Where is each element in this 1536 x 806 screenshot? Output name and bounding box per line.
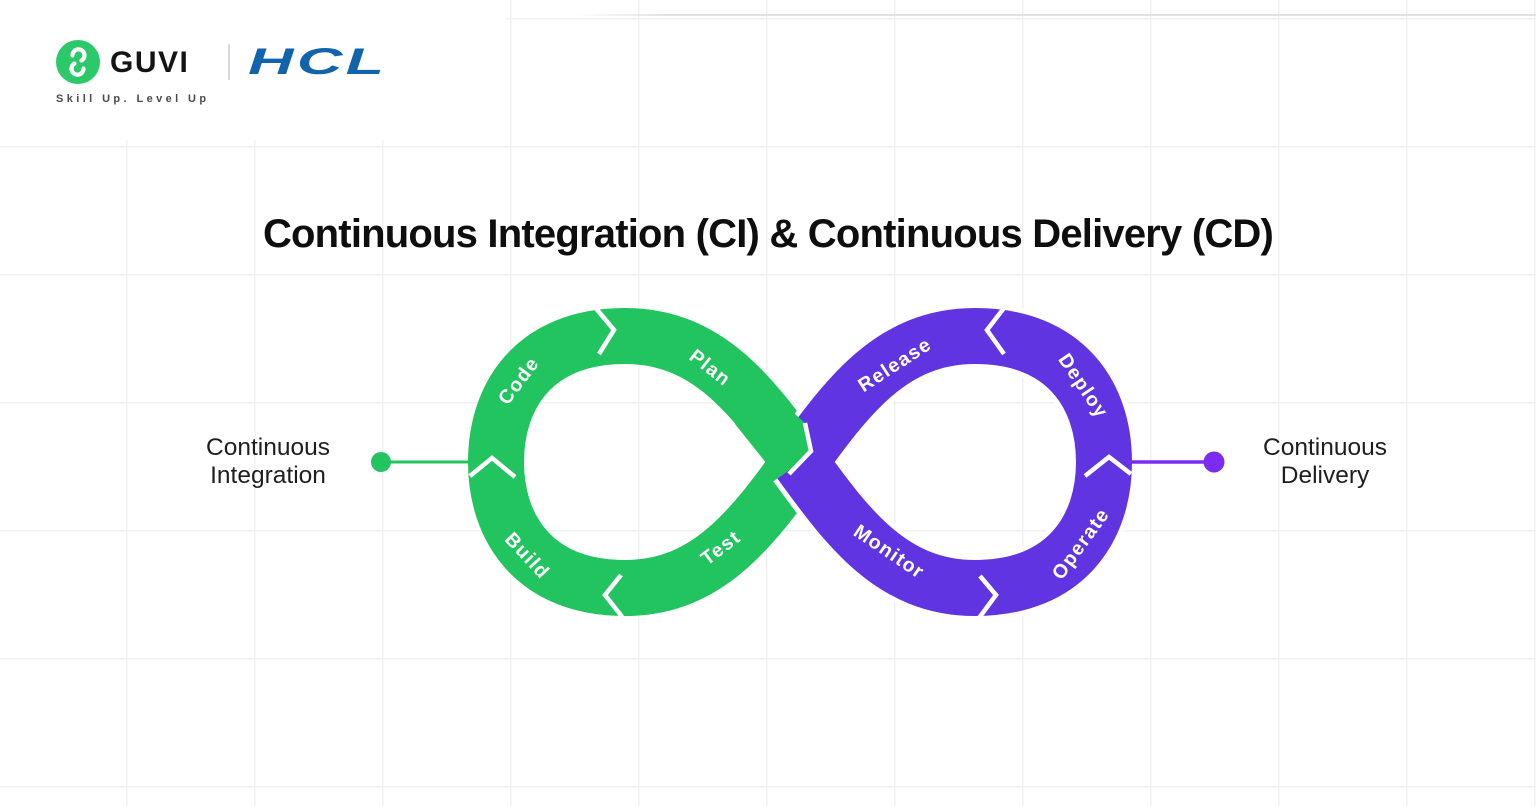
cd-connector-dot <box>1203 451 1225 473</box>
ci-side-label-line2: Integration <box>210 462 326 489</box>
guvi-wordmark: GUVI <box>110 46 190 79</box>
brand-tagline: Skill Up. Level Up <box>56 93 210 105</box>
chevron-operate-deploy <box>1083 454 1133 478</box>
brand-divider <box>228 44 230 80</box>
ci-side-label: Continuous Integration <box>128 434 408 490</box>
chevron-test-build <box>602 573 625 620</box>
page-title: Continuous Integration (CI) & Continuous… <box>262 212 1274 256</box>
ci-connector-dot <box>371 452 391 472</box>
cd-loop-band <box>777 307 1133 617</box>
cd-side-label: Continuous Delivery <box>1185 434 1465 490</box>
grid-top-rule <box>576 14 1536 16</box>
guvi-g-glyph-bottom <box>69 61 86 77</box>
chevron-code-plan <box>592 304 617 356</box>
ci-loop-band <box>467 307 823 617</box>
guvi-logo-circle <box>56 40 100 84</box>
chevron-monitor-operate <box>977 574 999 620</box>
guvi-g-glyph-top <box>70 47 87 63</box>
chevron-center-crossing <box>787 422 814 476</box>
chevron-build-code <box>468 455 517 479</box>
ci-side-label-line1: Continuous <box>206 434 330 461</box>
guvi-logo-icon <box>56 40 100 84</box>
chevron-deploy-release <box>984 306 1006 356</box>
cd-side-label-line2: Delivery <box>1280 462 1370 489</box>
cd-side-label-line1: Continuous <box>1263 434 1387 461</box>
ci-arrow-tip <box>735 377 811 471</box>
hcl-wordmark: HCL <box>248 41 388 82</box>
